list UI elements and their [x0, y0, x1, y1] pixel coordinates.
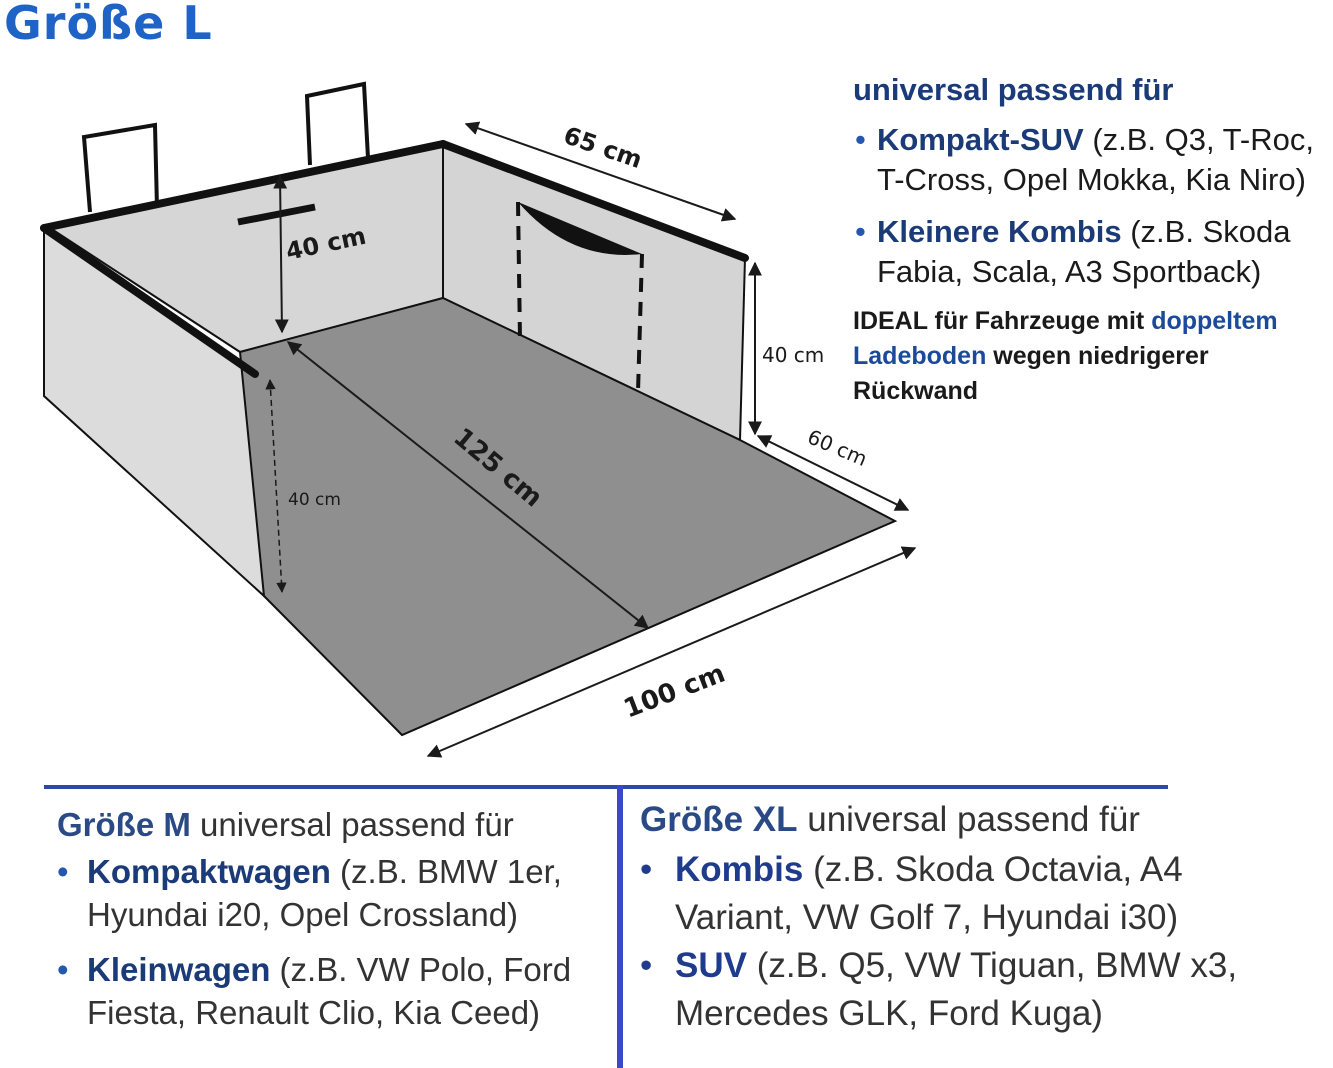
size-m-heading: Größe M universal passend für [57, 806, 607, 844]
dim-arrow-back-height [273, 174, 289, 334]
size-m-heading-text: universal passend für [190, 806, 514, 843]
list-item: Kleinwagen (z.B. VW Polo, Ford Fiesta, R… [57, 948, 607, 1034]
vehicle-class: Kleinere Kombis [877, 214, 1122, 249]
dim-arrow-top-width [464, 121, 737, 222]
dim-label-left-height: 40 cm [288, 490, 341, 510]
size-xl-panel: Größe XL universal passend für Kombis (z… [640, 800, 1240, 1038]
dim-arrow-bottom-width [426, 546, 917, 758]
vehicle-examples: (z.B. VW Polo, Ford Fiesta, Renault Clio… [87, 951, 572, 1031]
list-item: Kombis (z.B. Skoda Octavia, A4 Variant, … [640, 846, 1240, 942]
vehicle-class: SUV [675, 946, 747, 985]
size-m-list: Kompaktwagen (z.B. BMW 1er, Hyundai i20,… [57, 850, 607, 1034]
trunk-liner-diagram: 65 cm 40 cm 40 cm 125 cm 60 cm 40 cm 100… [40, 81, 917, 758]
list-item: SUV (z.B. Q5, VW Tiguan, BMW x3, Mercede… [640, 942, 1240, 1038]
handle-left [81, 122, 159, 213]
note-text: wegen niedrigerer Rückwand [853, 342, 1209, 405]
vehicle-examples: (z.B. Skoda Fabia, Scala, A3 Sportback) [877, 214, 1291, 289]
dim-label-right-height: 40 cm [762, 343, 824, 367]
dim-arrow-front-depth [756, 435, 910, 511]
vehicle-examples: (z.B. Skoda Octavia, A4 Variant, VW Golf… [675, 850, 1183, 937]
vehicle-class: Kombis [675, 850, 804, 889]
note-text: IDEAL für Fahrzeuge mit [853, 307, 1152, 335]
vehicle-class: Kompaktwagen [87, 853, 331, 890]
section-divider-vertical [617, 785, 623, 1068]
dim-arrow-left-height [265, 378, 287, 594]
size-xl-heading-text: universal passend für [797, 800, 1140, 839]
size-xl-name: Größe XL [640, 800, 798, 839]
section-divider-horizontal [44, 785, 1168, 789]
note-highlight: doppeltem Ladeboden [853, 307, 1278, 370]
handle-right [304, 81, 370, 166]
size-l-list: Kompakt-SUV (z.B. Q3, T-Roc, T-Cross, Op… [853, 120, 1333, 292]
vehicle-examples: (z.B. BMW 1er, Hyundai i20, Opel Crossla… [87, 853, 562, 933]
page-title: Größe L [4, 0, 213, 50]
size-l-note: IDEAL für Fahrzeuge mit doppeltem Ladebo… [853, 304, 1328, 409]
size-m-name: Größe M [57, 806, 191, 843]
list-item: Kompaktwagen (z.B. BMW 1er, Hyundai i20,… [57, 850, 607, 936]
size-l-heading: universal passend für [853, 72, 1174, 107]
dim-label-top-width: 65 cm [560, 121, 646, 174]
dim-label-bottom-width: 100 cm [620, 659, 730, 725]
vehicle-class: Kompakt-SUV [877, 122, 1084, 157]
vehicle-examples: (z.B. Q3, T-Roc, T-Cross, Opel Mokka, Ki… [877, 122, 1314, 197]
list-item: Kompakt-SUV (z.B. Q3, T-Roc, T-Cross, Op… [853, 120, 1333, 200]
vehicle-examples: (z.B. Q5, VW Tiguan, BMW x3, Mercedes GL… [675, 946, 1238, 1033]
size-m-panel: Größe M universal passend für Kompaktwag… [57, 806, 607, 1046]
size-xl-heading: Größe XL universal passend für [640, 800, 1240, 840]
list-item: Kleinere Kombis (z.B. Skoda Fabia, Scala… [853, 212, 1333, 292]
size-l-info: universal passend für Kompakt-SUV (z.B. … [853, 72, 1333, 409]
size-xl-list: Kombis (z.B. Skoda Octavia, A4 Variant, … [640, 846, 1240, 1038]
vehicle-class: Kleinwagen [87, 951, 271, 988]
